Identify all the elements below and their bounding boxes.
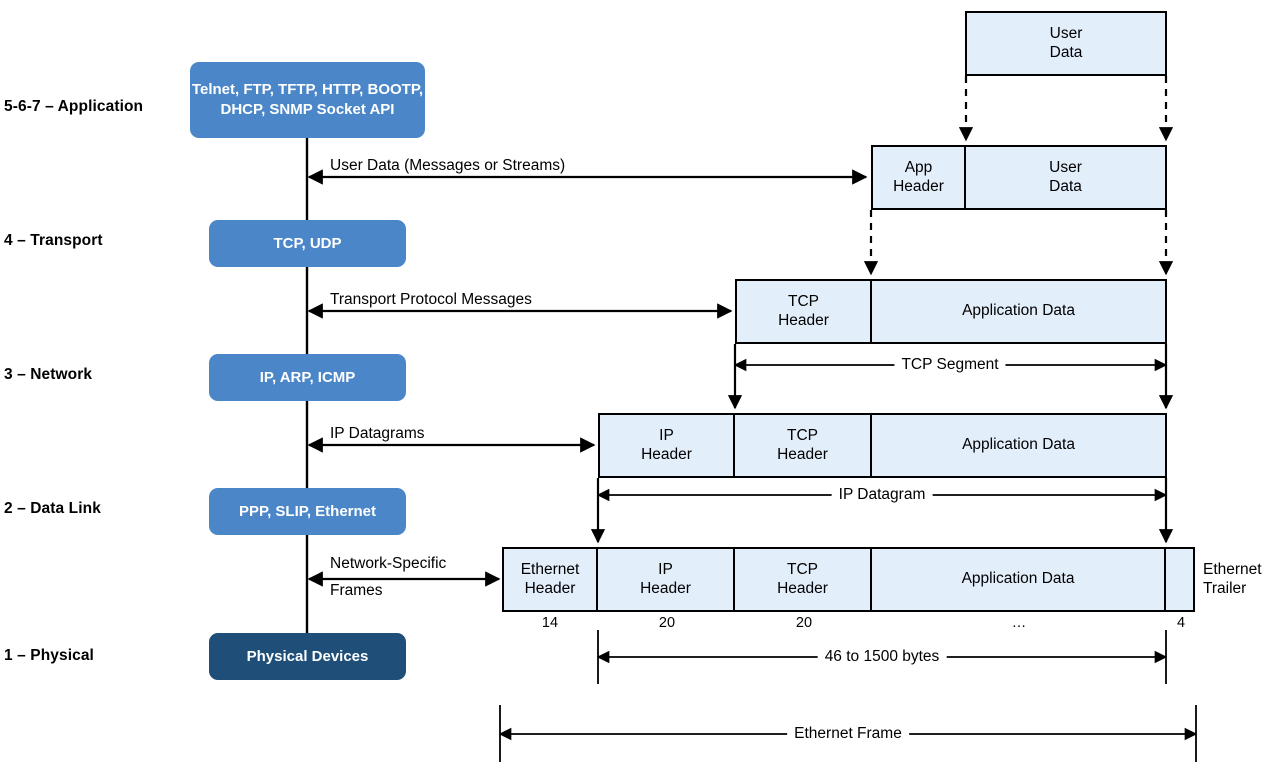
- packet-cell-datalink-app-data[interactable]: Application Data: [872, 547, 1166, 612]
- protocol-box-application[interactable]: Telnet, FTP, TFTP, HTTP, BOOTP, DHCP, SN…: [190, 62, 425, 138]
- packet-cell-app-user-data[interactable]: User Data: [966, 145, 1167, 210]
- packet-cell-app-header[interactable]: App Header: [871, 145, 966, 210]
- packet-cell-datalink-ip-header[interactable]: IP Header: [598, 547, 735, 612]
- ethernet-trailer-label: Ethernet Trailer: [1203, 561, 1262, 597]
- layer-label-physical: 1 – Physical: [4, 647, 94, 664]
- size-label-ethernet-header: 14: [541, 615, 559, 631]
- flow-label-network-frames-line2: Frames: [330, 582, 383, 599]
- protocol-box-physical[interactable]: Physical Devices: [209, 633, 406, 680]
- packet-cell-datalink-tcp-header[interactable]: TCP Header: [735, 547, 872, 612]
- size-label-ip-header: 20: [658, 615, 676, 631]
- protocol-box-transport[interactable]: TCP, UDP: [209, 220, 406, 267]
- packet-cell-user-data[interactable]: User Data: [965, 11, 1167, 76]
- packet-cell-ethernet-header[interactable]: Ethernet Header: [502, 547, 598, 612]
- protocol-box-network[interactable]: IP, ARP, ICMP: [209, 354, 406, 401]
- measure-label-payload-size: 46 to 1500 bytes: [817, 648, 947, 666]
- measure-label-ip-datagram: IP Datagram: [831, 486, 933, 504]
- packet-cell-transport-app-data[interactable]: Application Data: [872, 279, 1167, 344]
- layer-label-datalink: 2 – Data Link: [4, 500, 101, 517]
- protocol-box-datalink[interactable]: PPP, SLIP, Ethernet: [209, 488, 406, 535]
- flow-label-network-frames-line1: Network-Specific: [330, 555, 447, 572]
- packet-cell-tcp-header[interactable]: TCP Header: [735, 279, 872, 344]
- measure-label-tcp-segment: TCP Segment: [894, 356, 1006, 374]
- flow-label-transport-messages: Transport Protocol Messages: [330, 291, 532, 308]
- layer-label-transport: 4 – Transport: [4, 232, 103, 249]
- flow-label-user-data: User Data (Messages or Streams): [330, 157, 566, 174]
- size-label-tcp-header: 20: [795, 615, 813, 631]
- packet-cell-ip-header[interactable]: IP Header: [598, 413, 735, 478]
- packet-cell-ethernet-trailer[interactable]: [1166, 547, 1195, 612]
- flow-label-ip-datagrams: IP Datagrams: [330, 425, 425, 442]
- layer-label-network: 3 – Network: [4, 366, 93, 383]
- layer-label-application: 5-6-7 – Application: [4, 98, 144, 115]
- measure-label-ethernet-frame: Ethernet Frame: [787, 725, 909, 743]
- size-label-ethernet-trailer: 4: [1176, 615, 1186, 631]
- packet-cell-network-app-data[interactable]: Application Data: [872, 413, 1167, 478]
- packet-cell-network-tcp-header[interactable]: TCP Header: [735, 413, 872, 478]
- size-label-application-data: …: [1011, 615, 1027, 631]
